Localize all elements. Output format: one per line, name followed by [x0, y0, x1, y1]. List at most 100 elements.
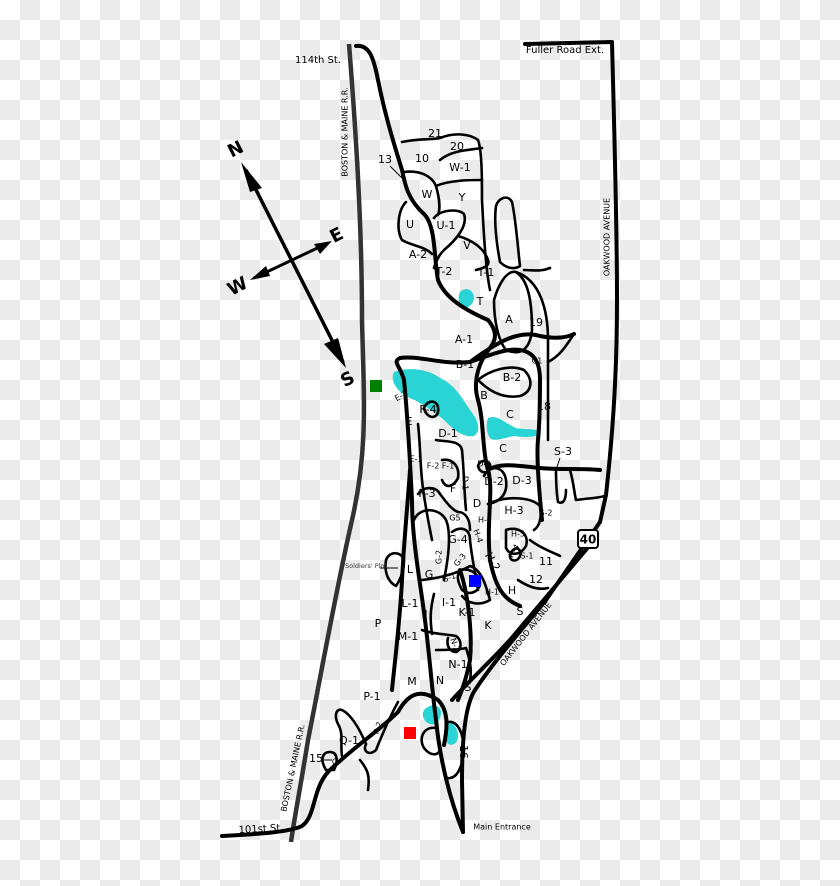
- section-label-16: 16: [457, 745, 470, 759]
- section-label-d-3: D-3: [512, 474, 531, 487]
- section-label-f: F: [450, 482, 456, 495]
- section-label-15: 15: [309, 752, 323, 765]
- section-label-m: M: [407, 675, 417, 688]
- section-label-c: C: [506, 408, 514, 421]
- label-101st: 101st St.: [238, 823, 283, 836]
- section-label-19: 19: [529, 316, 543, 329]
- section-label-h: H: [508, 584, 516, 597]
- section-label-d-2: D-2: [484, 475, 503, 488]
- section-label-12: 12: [529, 573, 543, 586]
- section-label-y: Y: [458, 191, 466, 204]
- section-label-h-4: H-4: [471, 528, 484, 544]
- section-label-p-1: P-1: [363, 690, 380, 703]
- section-label-g-1: G-1: [441, 571, 457, 584]
- section-label-d: D: [473, 497, 481, 510]
- section-label-a-2: A-2: [409, 248, 427, 261]
- section-label-k-1: K-1: [458, 606, 475, 619]
- section-label-f-4: F-4: [419, 403, 436, 416]
- section-label-s: S: [465, 681, 472, 694]
- section-label-s-3: S-3: [554, 445, 572, 458]
- blue-marker: [469, 575, 481, 587]
- section-label-c1: C1: [532, 357, 543, 366]
- section-label-s-2: S-2: [539, 509, 552, 518]
- section-label-f-3: F-3: [418, 487, 435, 500]
- section-label-t: T: [476, 295, 484, 308]
- section-label-l: L: [407, 563, 414, 576]
- section-label-u-1: U-1: [436, 219, 455, 232]
- section-label-g5: G5: [449, 514, 460, 523]
- compass-w: W: [224, 273, 251, 301]
- section-label-21: 21: [428, 127, 442, 140]
- section-label-n-2: N-2: [448, 637, 461, 653]
- section-label-k: K: [484, 619, 492, 632]
- section-label-20: 20: [450, 140, 464, 153]
- red-marker: [404, 727, 416, 739]
- section-label-t-1: T-1: [477, 266, 495, 279]
- section-label-a-1: A-1: [455, 333, 473, 346]
- section-label-v: V: [463, 239, 471, 252]
- section-label-w: W: [422, 188, 433, 201]
- route-40-shield: 40: [577, 529, 599, 549]
- section-label-18: 18: [537, 400, 551, 413]
- east-arrow-icon: [314, 241, 332, 254]
- section-label-h-5: H-5: [511, 530, 525, 539]
- section-label-u: U: [406, 218, 414, 231]
- section-label-n-1: N-1: [448, 658, 467, 671]
- section-label-p: P: [375, 617, 382, 630]
- section-label-b: B: [480, 389, 488, 402]
- section-label-n: N: [436, 674, 444, 687]
- section-label-13: 13: [378, 153, 392, 166]
- section-label-g: G: [425, 568, 434, 581]
- label-main-entrance[interactable]: Main Entrance: [473, 823, 531, 832]
- section-label-t-2: T-2: [435, 265, 453, 278]
- section-label-h-3: H-3: [504, 504, 523, 517]
- section-label-h-2: H-2: [478, 516, 492, 525]
- section-label-f-1: F-1: [442, 462, 455, 471]
- section-label-10: 10: [415, 152, 429, 165]
- section-label-i-1: I-1: [442, 596, 456, 609]
- section-label-d4: D4: [477, 460, 488, 469]
- label-oakwood-east: OAKWOOD AVENUE: [603, 198, 612, 276]
- section-label-l-1: L-1: [402, 597, 419, 610]
- section-label-b-2: B-2: [503, 371, 522, 384]
- compass-rose: N S E W: [224, 137, 358, 392]
- section-labels: 21 20 13 10W-1W Y U U-1V A-2T-2 T-1T A 19A-1C1 B-1B…: [309, 127, 572, 767]
- green-marker: [370, 380, 382, 392]
- section-label-p-2: P-2: [372, 721, 385, 736]
- section-label-d-1: D-1: [461, 476, 470, 490]
- section-label-d-1: D-1: [438, 427, 457, 440]
- west-arrow-icon: [250, 266, 270, 280]
- section-label-g-2: G-2: [435, 550, 444, 564]
- compass-s: S: [337, 367, 358, 392]
- pond-east: [486, 417, 541, 440]
- label-114th: 114th St.: [295, 55, 341, 66]
- route-number: 40: [580, 533, 597, 547]
- section-label-h-2: H-2: [482, 550, 503, 573]
- label-soldiers-plot: Soldiers' Plot: [345, 562, 387, 570]
- section-label-s: S: [517, 605, 524, 618]
- compass-n: N: [224, 137, 247, 163]
- pond-south-1: [422, 705, 441, 725]
- label-railroad-north: BOSTON & MAINE R.R.: [341, 87, 350, 176]
- section-label-c: C: [499, 442, 507, 455]
- label-fuller: Fuller Road Ext.: [526, 45, 604, 56]
- compass-e: E: [327, 223, 347, 247]
- pond-t: [458, 289, 474, 308]
- railroad-line: [288, 43, 367, 843]
- section-label-a: A: [505, 313, 513, 326]
- south-arrow-icon: [324, 338, 346, 368]
- section-label-e-1: E-1: [409, 455, 422, 464]
- section-label-q: Q: [332, 758, 338, 767]
- section-label-i: I: [424, 608, 427, 621]
- section-label-g-4: G-4: [448, 533, 468, 546]
- label-oakwood-diagonal: OAKWOOD AVENUE: [498, 600, 553, 667]
- section-label-w-1: W-1: [449, 161, 470, 174]
- north-arrow-icon: [241, 162, 262, 192]
- section-label-e: E: [406, 415, 413, 428]
- section-label-s-1: S-1: [520, 552, 533, 561]
- section-boundaries: [321, 133, 606, 792]
- section-label-h-1: H-1: [485, 588, 499, 597]
- section-label-b-1: B-1: [456, 358, 475, 371]
- section-label-11: 11: [539, 555, 553, 568]
